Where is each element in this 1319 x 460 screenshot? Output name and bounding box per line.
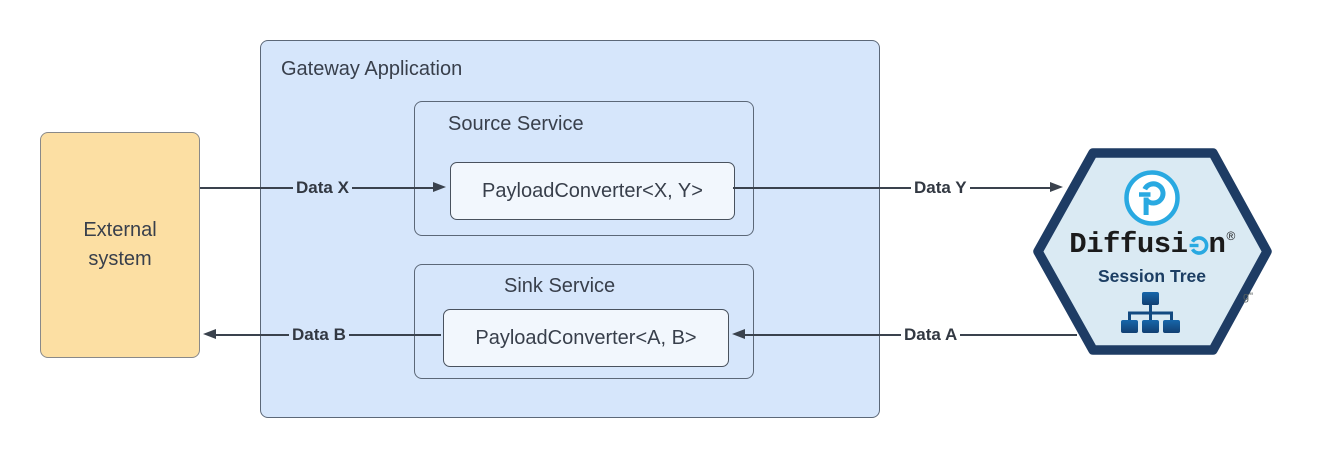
wordmark-suffix: n <box>1208 228 1226 261</box>
source-service-node: Source Service PayloadConverter<X, Y> <box>414 101 754 236</box>
registered-trademark: ® <box>1226 229 1235 243</box>
session-tree-label: Session Tree <box>1098 266 1206 286</box>
data-a-label: Data A <box>901 325 961 345</box>
arrow-data-y-line <box>733 187 1050 189</box>
sink-service-title: Sink Service <box>504 275 616 297</box>
external-system-label: External system <box>83 219 157 270</box>
source-service-title: Source Service <box>448 113 584 135</box>
diffusion-hexagon-node <box>1026 139 1278 361</box>
data-y-label: Data Y <box>911 178 970 198</box>
data-b-label: Data B <box>289 325 349 345</box>
data-x-label: Data X <box>293 178 352 198</box>
arrowhead-right-icon <box>1050 182 1063 192</box>
wordmark-prefix: Diffusi <box>1069 228 1188 261</box>
diffusion-o-icon <box>1189 236 1208 255</box>
gateway-application-node: Gateway Application Source Service Paylo… <box>260 40 880 418</box>
external-system-node: External system <box>40 132 200 358</box>
gateway-application-title: Gateway Application <box>281 58 463 80</box>
arrowhead-right-icon <box>433 182 446 192</box>
source-payload-converter-node: PayloadConverter<X, Y> <box>450 162 735 220</box>
diffusion-logo-icon <box>1123 169 1181 227</box>
hexagon-icon <box>1033 148 1272 355</box>
background-text-artifact: g" <box>1243 291 1254 303</box>
session-tree-icon <box>1121 291 1181 337</box>
source-payload-converter-label: PayloadConverter<X, Y> <box>482 179 703 202</box>
sink-service-node: Sink Service PayloadConverter<A, B> <box>414 264 754 379</box>
sink-payload-converter-node: PayloadConverter<A, B> <box>443 309 729 367</box>
sink-payload-converter-label: PayloadConverter<A, B> <box>475 326 697 349</box>
diffusion-wordmark: Diffusi n ® <box>1032 227 1272 263</box>
arrowhead-left-icon <box>732 329 745 339</box>
arrowhead-left-icon <box>203 329 216 339</box>
